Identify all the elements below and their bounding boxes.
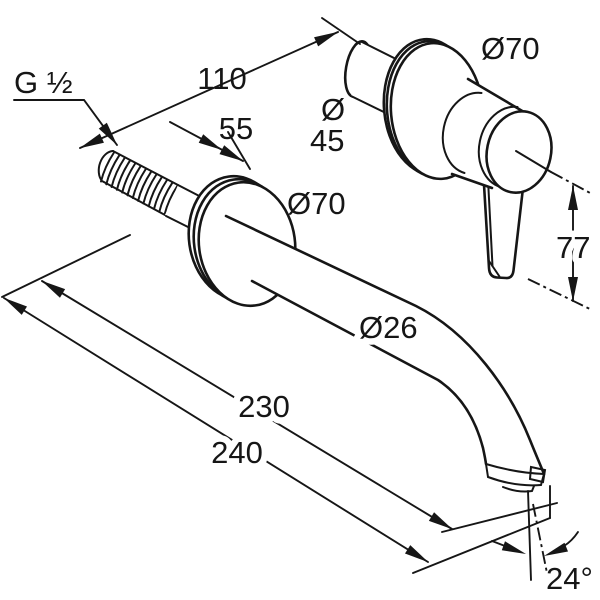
connection-diameter-symbol: Ø <box>321 92 345 127</box>
dimensions <box>1 17 593 581</box>
dim-240-label: 240 <box>211 435 263 470</box>
thread-hatching <box>100 151 179 216</box>
valve-escutcheon-diameter-label: Ø70 <box>481 31 540 66</box>
dim-55-label: 55 <box>219 111 253 146</box>
dim-230-right-extension <box>441 502 558 533</box>
spout-tube-fill <box>226 216 544 474</box>
valve-escutcheon <box>382 37 485 181</box>
aerator-left-side <box>485 463 489 478</box>
handle-body-bottom-edge <box>450 172 494 190</box>
dim-55-extension-tick <box>227 131 251 170</box>
dim-77-bottom-centerline <box>527 278 593 311</box>
pipe-end-face <box>97 150 114 182</box>
dim-77-top-centerline <box>550 171 593 195</box>
dim-line-240 <box>3 297 429 563</box>
threaded-inlet-pipe <box>97 150 208 232</box>
handle-axis-mark <box>515 150 552 173</box>
labels: G ½ 110 55 Ø70 Ø 45 Ø70 Ø26 230 240 77 2… <box>14 31 597 596</box>
angle-24-stream-centerline <box>532 503 548 574</box>
connection-diameter-value: 45 <box>310 123 344 158</box>
angle-24-left-arrowhead <box>501 541 526 554</box>
dim-240-right-extension <box>412 517 551 574</box>
aerator-seam <box>485 463 545 475</box>
spout-escutcheon-diameter-label: Ø70 <box>287 186 346 221</box>
angle-24-right-arrow-tail <box>563 531 579 547</box>
aerator-tip <box>485 463 547 493</box>
spout-tube-diameter-label: Ø26 <box>359 310 418 345</box>
lever-chamfer <box>488 260 501 278</box>
dim-line-110 <box>79 31 339 149</box>
handle-body <box>441 77 553 194</box>
thread-size-label: G ½ <box>14 65 73 100</box>
valve-assembly <box>343 37 553 280</box>
handle-body-seam-front <box>477 105 519 188</box>
dim-55-second-arrowhead <box>198 134 222 150</box>
aerator-bottom-edge <box>487 476 542 487</box>
spout-tube <box>224 214 546 476</box>
thread-body-fill <box>102 151 178 215</box>
dim-110-extension-tick <box>321 17 361 45</box>
angle-24-label: 24° <box>546 561 593 596</box>
handle-body-seam-rear <box>441 91 483 174</box>
angle-24-right-arrowhead <box>544 542 568 556</box>
angle-24-left-arrow-tail <box>491 540 506 547</box>
dim-230-label: 230 <box>238 389 290 424</box>
dim-77-label: 77 <box>556 230 590 265</box>
lever-outline <box>481 160 528 280</box>
aerator-insert-notch <box>528 465 547 484</box>
aerator-outlet <box>502 485 535 493</box>
dim-230-240-left-extension <box>1 234 131 298</box>
dim-110-label: 110 <box>197 61 246 96</box>
angle-24-vertical-reference <box>527 490 532 581</box>
